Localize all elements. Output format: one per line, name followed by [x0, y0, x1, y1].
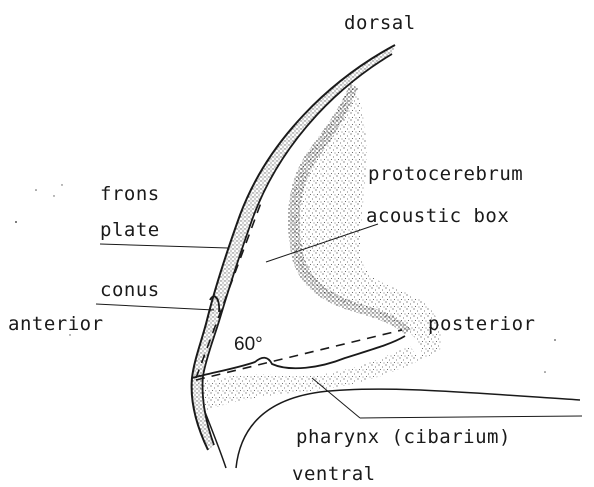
label-acoustic-box: acoustic box [366, 205, 509, 227]
label-conus: conus [100, 279, 160, 301]
leader-frons-plate [100, 244, 228, 248]
leader-conus [96, 304, 214, 310]
label-pharynx: pharynx (cibarium) [296, 426, 511, 448]
label-plate: plate [100, 219, 160, 241]
label-angle: 60° [234, 334, 263, 355]
label-posterior: posterior [428, 313, 535, 335]
label-protocerebrum: protocerebrum [368, 163, 523, 185]
label-ventral: ventral [292, 463, 376, 485]
label-frons: frons [100, 183, 160, 205]
leader-pharynx-tail [360, 416, 582, 418]
label-anterior: anterior [8, 313, 104, 335]
label-dorsal: dorsal [344, 12, 416, 34]
pharynx-region [198, 346, 420, 412]
